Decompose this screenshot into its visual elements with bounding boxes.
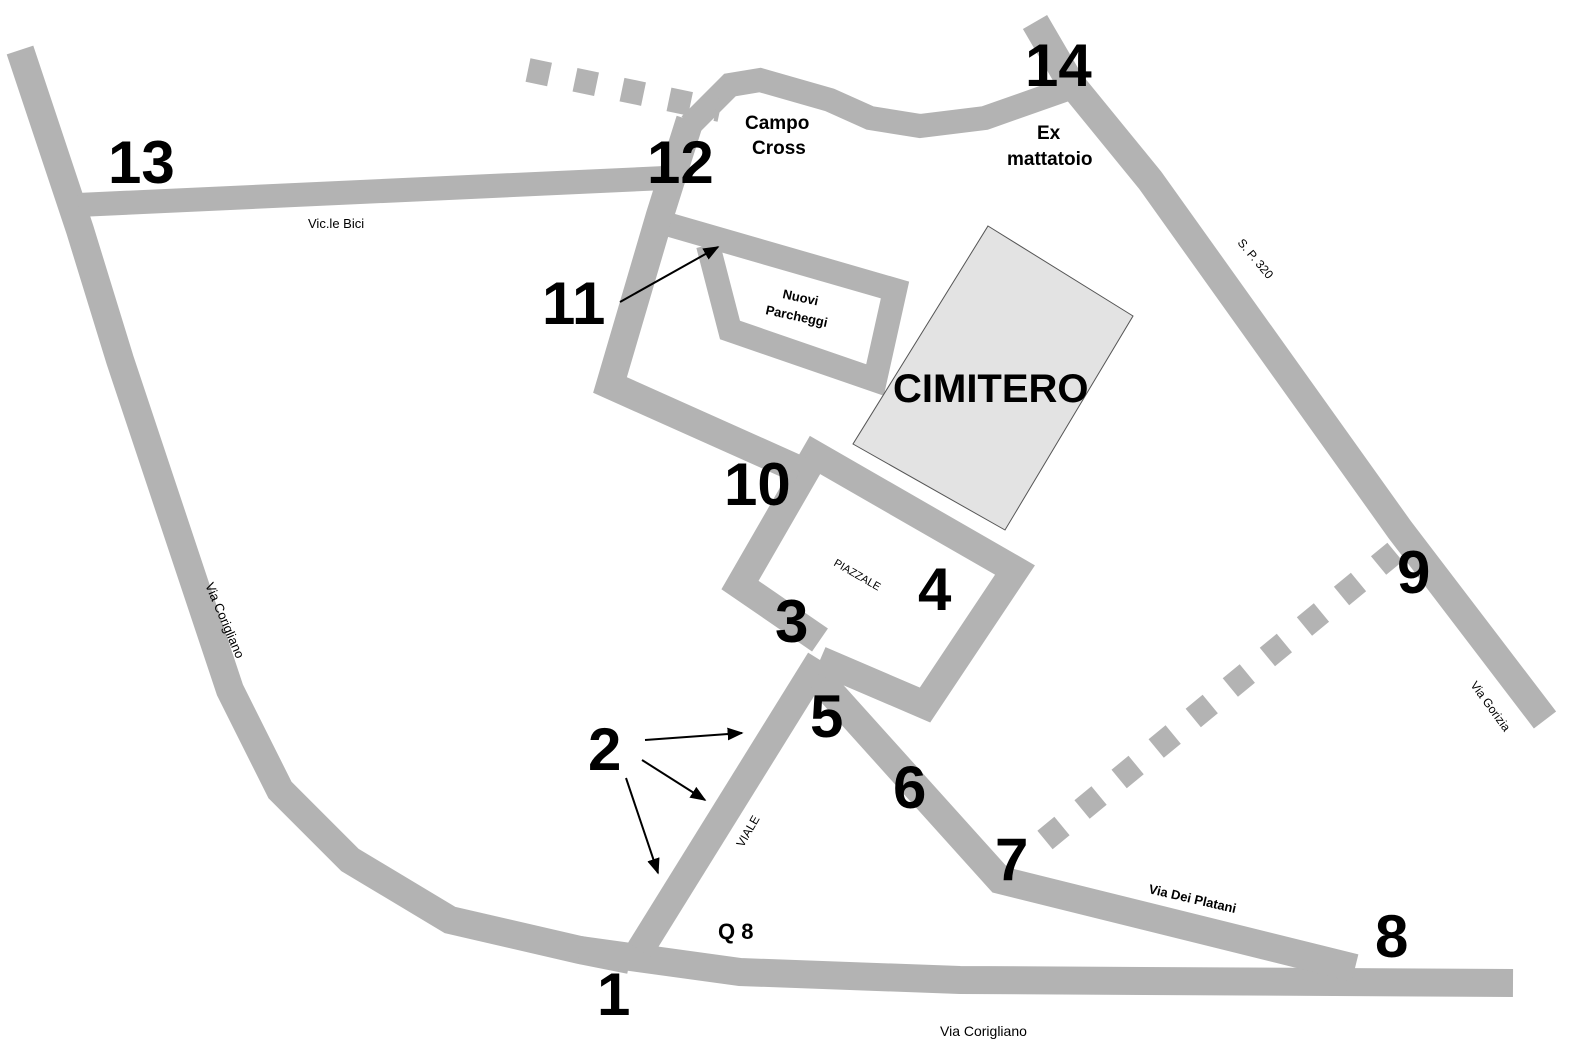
road-dashed-east [1037, 542, 1403, 850]
point-10: 10 [724, 451, 791, 518]
label-nuovi-parcheggi-line2: Parcheggi [764, 302, 829, 330]
point-7: 7 [995, 826, 1028, 893]
arrow-2c [625, 777, 660, 875]
road-dashed-north [525, 58, 723, 122]
road-piazzale-loop [721, 435, 1035, 723]
road-via-corigliano-bottom [578, 936, 1514, 997]
road-loop-west [593, 115, 806, 483]
point-12: 12 [647, 129, 714, 196]
point-numbers: 1 2 3 4 5 6 7 8 9 10 11 12 13 14 [108, 32, 1430, 1028]
arrows [619, 246, 744, 875]
road-nuovi-parcheggi [666, 213, 910, 396]
point-5: 5 [810, 683, 843, 750]
cimitero-block [852, 225, 1134, 531]
point-14: 14 [1025, 32, 1092, 99]
point-8: 8 [1375, 903, 1408, 970]
point-9: 9 [1397, 539, 1430, 606]
road-viale [628, 652, 832, 958]
label-via-corigliano-bottom: Via Corigliano [940, 1023, 1027, 1039]
label-cimitero: CIMITERO [893, 367, 1089, 411]
label-ex-mattatoio-line1: Ex [1037, 123, 1061, 144]
label-q8: Q 8 [718, 919, 753, 944]
road-sp-320 [1022, 14, 1557, 729]
road-vic-le-bici [77, 166, 666, 217]
label-campo-cross-line1: Campo [745, 113, 809, 134]
point-2: 2 [588, 716, 621, 783]
label-piazzale: PIAZZALE [832, 557, 883, 593]
point-4: 4 [918, 556, 952, 623]
road-via-dei-platani [809, 670, 1359, 982]
label-sp-320: S. P. 320 [1235, 236, 1277, 282]
arrow-11 [619, 246, 720, 303]
road-via-corigliano-left [6, 45, 633, 974]
label-ex-mattatoio-line2: mattatoio [1007, 149, 1093, 170]
label-campo-cross-line2: Cross [752, 138, 806, 159]
label-nuovi-parcheggi-line1: Nuovi [781, 286, 819, 308]
label-vic-le-bici: Vic.le Bici [308, 216, 364, 231]
arrow-2b [641, 759, 707, 801]
point-13: 13 [108, 129, 175, 196]
point-3: 3 [775, 588, 808, 655]
road-campo-cross [681, 67, 1074, 139]
arrow-2a [644, 727, 744, 741]
point-6: 6 [893, 754, 926, 821]
roads [6, 14, 1557, 997]
point-11: 11 [542, 270, 605, 337]
point-1: 1 [597, 961, 630, 1028]
